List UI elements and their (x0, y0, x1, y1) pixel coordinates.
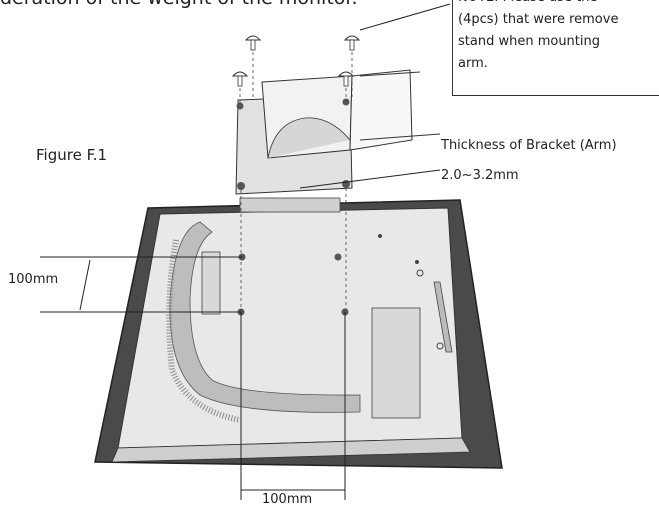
bracket-thickness-label: Thickness of Bracket (Arm) (441, 138, 617, 153)
note-line: NOTE: Please use the (458, 0, 659, 9)
vertical-dimension-label: 100mm (8, 272, 59, 287)
screws (231, 35, 361, 87)
horizontal-dimension-label: 100mm (262, 492, 313, 507)
monitor-rear (94, 197, 503, 469)
note-line: (4pcs) that were remove (458, 12, 619, 27)
leader-lines (299, 3, 451, 189)
alignment-lines (239, 52, 353, 312)
note-line: stand when mounting (458, 34, 600, 49)
dimension-lines (40, 256, 346, 500)
note-line: arm. (458, 56, 488, 71)
bracket-thickness-value: 2.0~3.2mm (441, 168, 519, 183)
page-heading: deration of the weight of the monitor. (0, 0, 358, 9)
note-box: NOTE: Please use the (4pcs) that were re… (452, 0, 659, 96)
bracket-arm (235, 69, 441, 195)
figure-label: Figure F.1 (36, 146, 108, 164)
